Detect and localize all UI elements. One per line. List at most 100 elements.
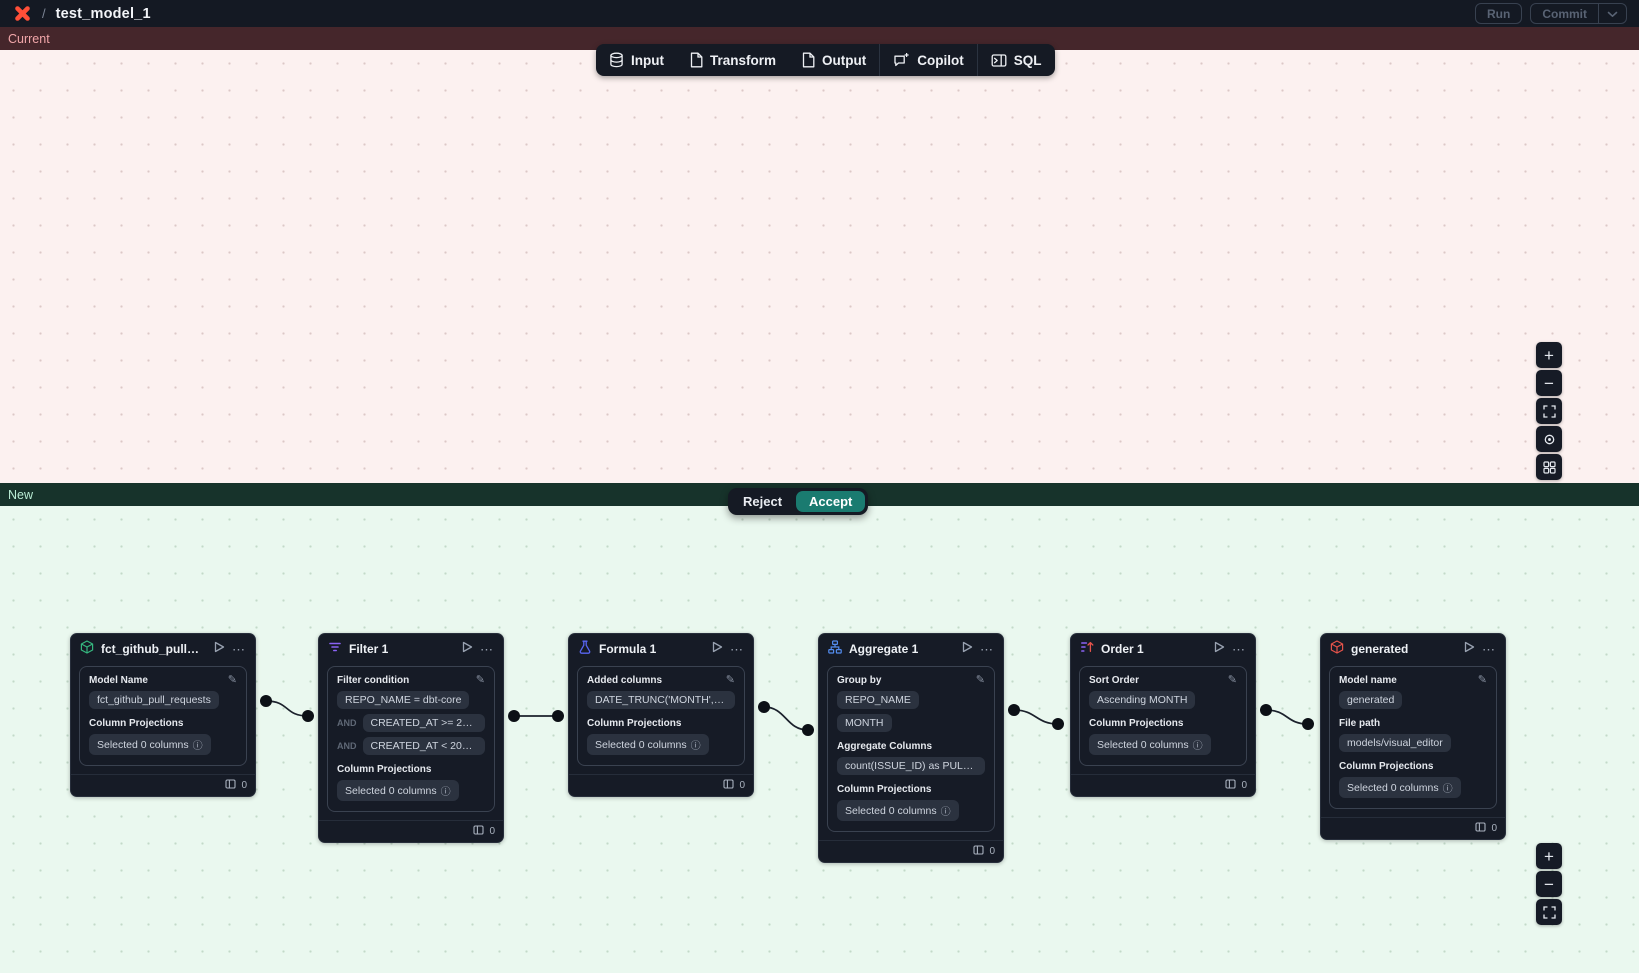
play-icon[interactable] [214,640,225,658]
play-icon[interactable] [462,640,473,658]
edit-pencil-icon[interactable]: ✎ [725,674,735,686]
reject-button[interactable]: Reject [743,494,783,509]
sitemap-icon [828,639,842,659]
output-port[interactable] [508,710,520,722]
fit-view-button[interactable] [1536,899,1562,925]
play-icon[interactable] [712,640,723,658]
sort-order-pill[interactable]: Ascending MONTH [1089,691,1196,709]
node-menu-icon[interactable]: ⋯ [480,641,494,657]
zoom-in-button[interactable]: + [1536,342,1562,368]
run-button[interactable]: Run [1475,3,1523,24]
output-port[interactable] [1008,704,1020,716]
group-by-pill[interactable]: REPO_NAME [837,691,919,709]
commit-button[interactable]: Commit [1542,6,1587,21]
node-footer: 0 [1321,817,1505,839]
play-icon[interactable] [1214,640,1225,658]
info-icon[interactable]: ⓘ [192,741,203,752]
node-menu-icon[interactable]: ⋯ [730,641,744,657]
input-port[interactable] [1302,718,1314,730]
node-menu-icon[interactable]: ⋯ [232,641,246,657]
row-count: 0 [1491,823,1497,834]
node-config-panel: Sort Order ✎ Ascending MONTH Column Proj… [1079,666,1247,766]
filter-condition-pill[interactable]: REPO_NAME = dbt-core [337,691,470,709]
node-generated[interactable]: generated ⋯ Model name ✎ generated File … [1320,633,1506,840]
node-title: Aggregate 1 [849,642,919,656]
toolbar-item-sql[interactable]: SQL [978,44,1055,76]
input-port[interactable] [802,724,814,736]
play-icon[interactable] [1464,640,1475,658]
node-order-1[interactable]: Order 1 ⋯ Sort Order ✎ Ascending MONTH C… [1070,633,1256,797]
node-fct-github-pull-requests[interactable]: fct_github_pull_requests ⋯ Model Name ✎ … [70,633,256,797]
edit-pencil-icon[interactable]: ✎ [975,674,985,686]
filter-condition-pill[interactable]: CREATED_AT < 2025-03-01 [362,737,485,755]
info-icon[interactable]: ⓘ [1442,784,1453,795]
model-name-pill[interactable]: generated [1339,691,1403,709]
formula-pill[interactable]: DATE_TRUNC('MONTH', CREATED_AT… [587,691,735,709]
input-port[interactable] [302,710,314,722]
node-formula-1[interactable]: Formula 1 ⋯ Added columns ✎ DATE_TRUNC('… [568,633,754,797]
zoom-in-button[interactable]: + [1536,843,1562,869]
aggregate-column-pill[interactable]: count(ISSUE_ID) as PULL_REQUEST_… [837,757,985,775]
minimap-toggle-button[interactable] [1536,454,1562,480]
row-count: 0 [989,846,995,857]
input-port[interactable] [552,710,564,722]
group-by-pill[interactable]: MONTH [837,714,892,732]
toolbar-item-transform[interactable]: Transform [677,44,789,76]
node-menu-icon[interactable]: ⋯ [1232,641,1246,657]
dbt-logo-icon[interactable] [12,4,32,24]
edit-pencil-icon[interactable]: ✎ [227,674,237,686]
center-view-button[interactable] [1536,426,1562,452]
breadcrumb-separator: / [42,6,46,21]
fit-view-button[interactable] [1536,398,1562,424]
value-pill[interactable]: fct_github_pull_requests [89,691,219,709]
output-port[interactable] [1260,704,1272,716]
node-menu-icon[interactable]: ⋯ [1482,641,1496,657]
sort-icon [1080,640,1094,659]
toolbar-item-output[interactable]: Output [789,44,879,76]
node-aggregate-1[interactable]: Aggregate 1 ⋯ Group by ✎ REPO_NAME MONTH… [818,633,1004,863]
new-canvas-controls: + − [1536,843,1562,925]
zoom-out-button[interactable]: − [1536,370,1562,396]
info-icon[interactable]: ⓘ [1192,741,1203,752]
accept-button[interactable]: Accept [796,491,866,512]
field-label: Model name [1339,675,1397,686]
columns-count-icon [473,825,484,838]
node-filter-1[interactable]: Filter 1 ⋯ Filter condition ✎ REPO_NAME … [318,633,504,843]
info-icon[interactable]: ⓘ [440,787,451,798]
output-port[interactable] [758,701,770,713]
filter-condition-pill[interactable]: CREATED_AT >= 2024-12-01 [362,714,485,732]
toolbar-item-input[interactable]: Input [596,44,677,76]
node-menu-icon[interactable]: ⋯ [980,641,994,657]
current-canvas[interactable] [0,50,1639,483]
output-port[interactable] [260,695,272,707]
toolbar-item-label: Output [822,52,867,68]
play-icon[interactable] [962,640,973,658]
document-icon [690,52,703,68]
commit-dropdown-button[interactable] [1598,4,1626,23]
zoom-out-button[interactable]: − [1536,871,1562,897]
field-label: Filter condition [337,675,410,686]
field-label: Column Projections [337,764,432,775]
toolbar-item-copilot[interactable]: Copilot [880,44,977,76]
info-icon[interactable]: ⓘ [690,741,701,752]
input-port[interactable] [1052,718,1064,730]
edit-pencil-icon[interactable]: ✎ [475,674,485,686]
node-footer: 0 [319,820,503,842]
row-count: 0 [241,780,247,791]
info-icon[interactable]: ⓘ [940,807,951,818]
field-label: File path [1339,718,1381,729]
toolbar-separator [976,44,978,76]
edit-pencil-icon[interactable]: ✎ [1227,674,1237,686]
node-title: fct_github_pull_requests [101,642,200,656]
node-title: generated [1351,642,1409,656]
file-path-pill[interactable]: models/visual_editor [1339,734,1451,752]
sql-panel-icon [991,53,1007,68]
edit-pencil-icon[interactable]: ✎ [1477,674,1487,686]
field-label: Model Name [89,675,148,686]
